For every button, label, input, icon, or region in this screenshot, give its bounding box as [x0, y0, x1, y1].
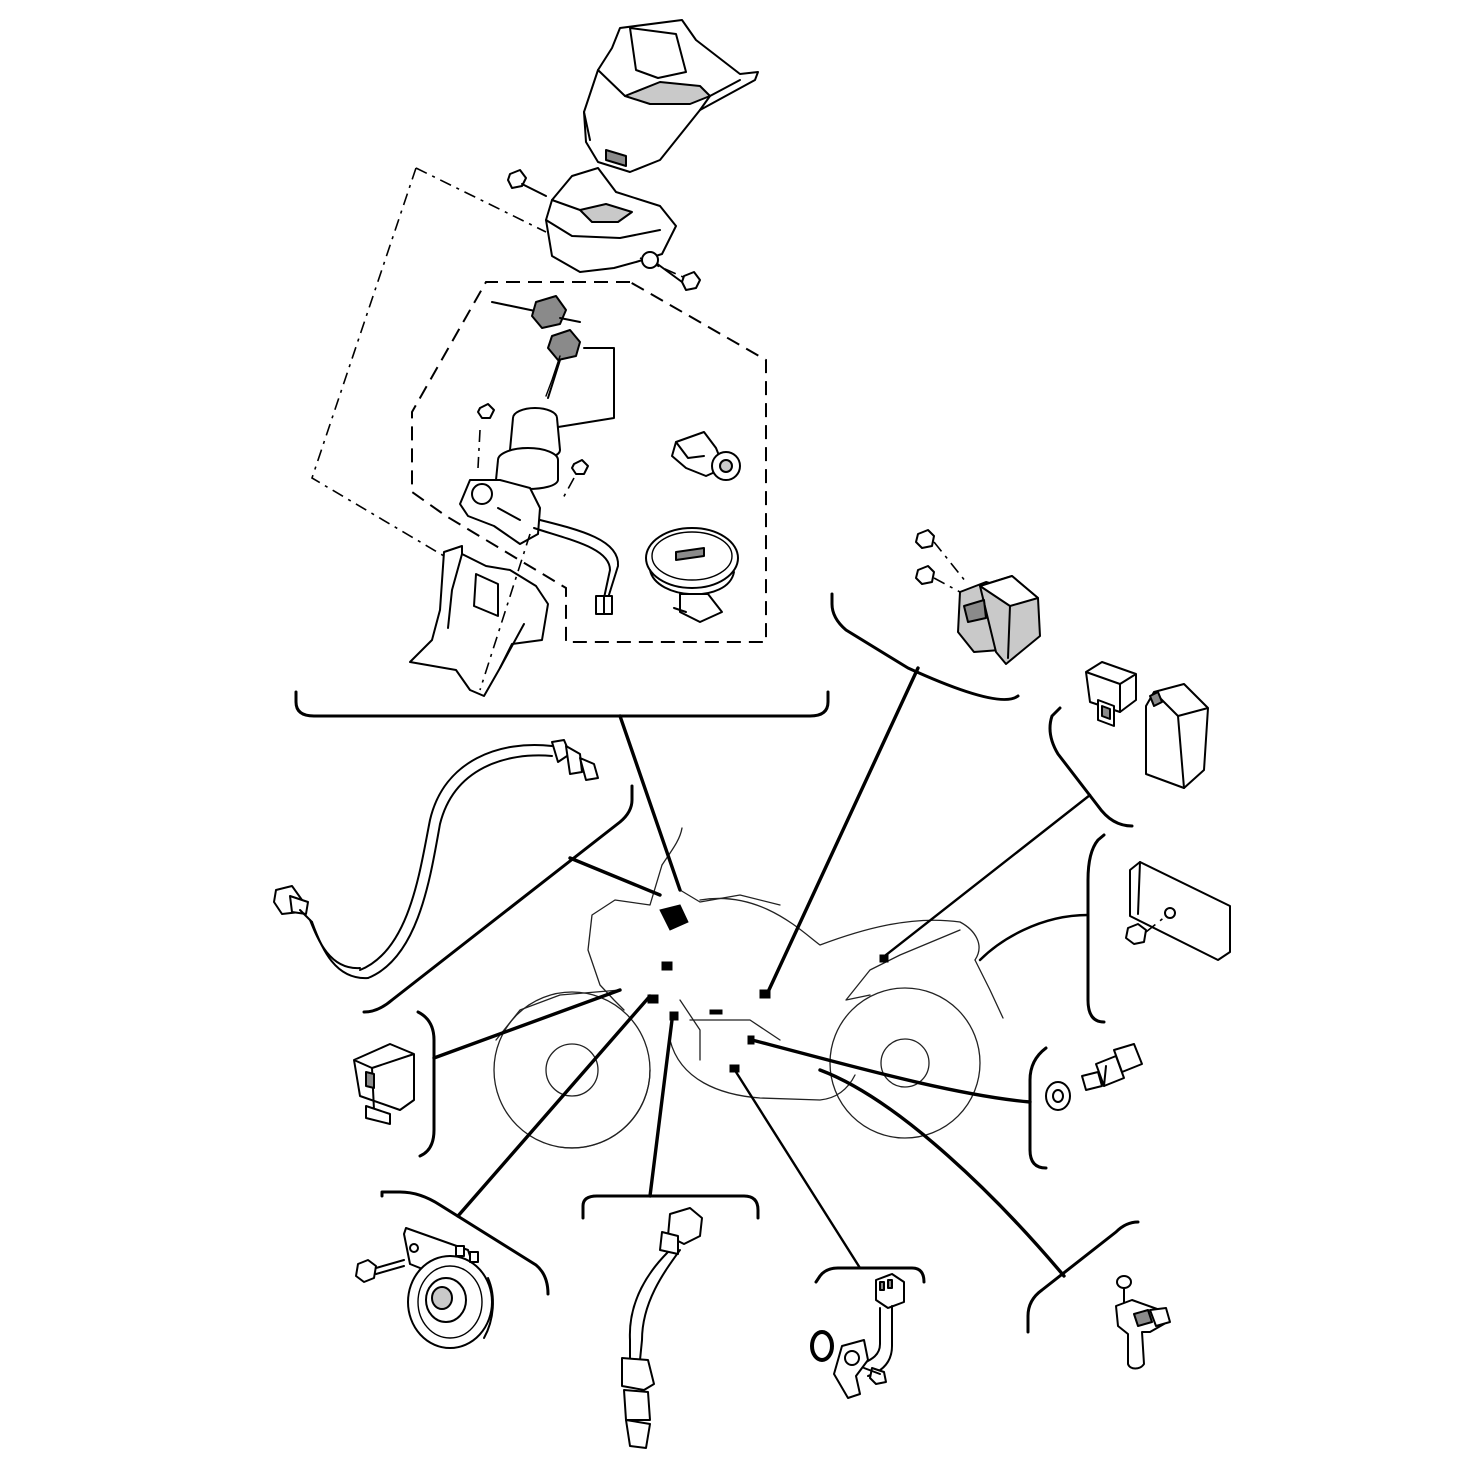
horn-icon [355, 1227, 494, 1349]
crank-sensor-icon [1115, 1275, 1171, 1370]
brake-switch-icon [273, 739, 599, 980]
screw-icon [915, 529, 967, 593]
assembly-guide-line [311, 167, 445, 557]
seat-lock-icon [671, 431, 741, 481]
speed-sensor-icon [810, 1273, 905, 1399]
handle-cover-icon [583, 19, 759, 173]
bolt-icon [355, 1259, 405, 1283]
oxygen-sensor-icon [621, 1207, 703, 1449]
kit-boundary [411, 281, 767, 643]
fuel-cap-icon [645, 527, 739, 623]
screw-icon [641, 251, 701, 291]
leader-line [551, 347, 615, 429]
relay-icon [915, 529, 1041, 665]
screw-icon [477, 403, 589, 475]
callout-brackets [294, 592, 1140, 1334]
temperature-sensor-icon [1045, 1043, 1143, 1111]
sensor-box-icon [353, 1043, 415, 1125]
ignition-lock-icon [459, 407, 620, 615]
bracket-upper-icon [507, 167, 701, 291]
reflector-icon [1125, 861, 1231, 961]
motorcycle-outline [493, 827, 1004, 1149]
assembly-guide-line [415, 167, 547, 233]
relay-pair-icon [1085, 661, 1209, 789]
key-icon [491, 295, 581, 399]
bracket-lower-icon [409, 533, 549, 697]
screw-icon [507, 169, 547, 197]
